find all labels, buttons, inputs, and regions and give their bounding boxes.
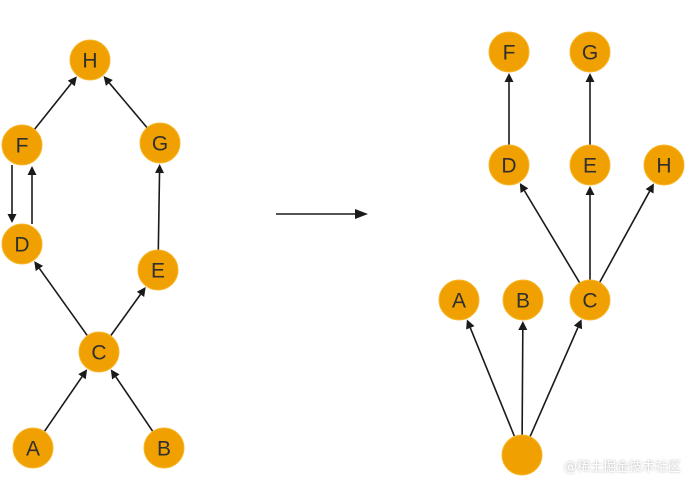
left-edge-b-to-c <box>115 376 154 432</box>
right-node-c: C <box>569 279 611 321</box>
right-edge-root-to-b-head <box>518 320 528 331</box>
left-node-d-label: D <box>14 234 29 257</box>
right-edge-d-to-f-head <box>504 73 514 82</box>
left-node-e-circle <box>137 249 179 291</box>
left-node-f: F <box>1 124 43 166</box>
right-edge-c-to-d <box>523 190 581 284</box>
right-node-d-circle <box>488 144 530 186</box>
left-node-e-label: E <box>151 260 165 283</box>
right-node-b: B <box>502 279 544 321</box>
left-edge-b-to-c-head <box>110 369 120 380</box>
left-edge-c-to-d <box>38 267 89 337</box>
left-node-c-label: C <box>91 342 106 365</box>
right-node-e-label: E <box>583 155 597 178</box>
right-node-b-circle <box>502 279 544 321</box>
right-edge-c-to-d-head <box>519 183 529 194</box>
left-edge-c-to-e-head <box>136 287 146 297</box>
left-node-a-circle <box>12 427 54 469</box>
transform-arrow-head <box>355 209 368 219</box>
left-node-e: E <box>137 249 179 291</box>
left-node-f-circle <box>1 124 43 166</box>
left-node-a: A <box>12 427 54 469</box>
left-node-g: G <box>139 122 181 164</box>
left-edge-c-to-e <box>110 293 142 337</box>
left-edge-d-to-f-head <box>27 166 37 175</box>
right-edge-c-to-h-head <box>645 183 654 194</box>
left-node-c: C <box>78 331 120 373</box>
left-node-h-circle <box>69 39 111 81</box>
right-node-d-label: D <box>501 155 516 178</box>
right-node-h-label: H <box>656 155 671 178</box>
left-node-g-label: G <box>152 133 168 156</box>
left-node-d-circle <box>1 223 43 265</box>
right-edge-root-to-c <box>529 327 579 438</box>
right-node-root-circle <box>501 434 543 476</box>
watermark: @稀土掘金技术社区 <box>563 460 681 475</box>
right-node-e: E <box>569 144 611 186</box>
right-edge-root-to-c-head <box>573 319 583 330</box>
right-node-a: A <box>438 279 480 321</box>
right-node-f-label: F <box>503 42 516 65</box>
right-node-h: H <box>643 144 685 186</box>
right-node-a-circle <box>438 279 480 321</box>
right-edge-root-to-b <box>521 329 524 436</box>
right-edge-e-to-g-head <box>585 73 595 82</box>
left-node-h-label: H <box>82 50 97 73</box>
left-edge-c-to-d-head <box>34 261 44 272</box>
transform-arrow <box>276 209 368 219</box>
left-node-a-label: A <box>26 438 40 461</box>
left-edge-a-to-c <box>43 376 83 432</box>
right-node-root <box>501 434 543 476</box>
right-edge-root-to-a <box>469 327 516 437</box>
left-node-h: H <box>69 39 111 81</box>
left-edge-e-to-g-head <box>155 163 165 174</box>
right-node-f-circle <box>488 31 530 73</box>
right-node-h-circle <box>643 144 685 186</box>
right-node-g-circle <box>569 31 611 73</box>
left-graph-nodes: H F G D E C A B <box>1 39 185 469</box>
right-node-c-circle <box>569 279 611 321</box>
right-node-a-label: A <box>452 290 466 313</box>
left-edge-f-to-h <box>33 82 72 130</box>
right-graph-edges <box>466 73 654 438</box>
left-node-f-label: F <box>16 135 29 158</box>
left-edge-a-to-c-head <box>78 369 88 380</box>
left-edge-f-to-d-head <box>7 214 17 223</box>
left-node-d: D <box>1 223 43 265</box>
left-edge-g-to-h-head <box>103 76 113 86</box>
right-node-f: F <box>488 31 530 73</box>
right-edge-c-to-e-head <box>585 186 595 195</box>
left-edge-e-to-g <box>157 172 161 251</box>
left-node-b: B <box>143 427 185 469</box>
right-edge-root-to-a-head <box>466 319 475 330</box>
right-node-g: G <box>569 31 611 73</box>
right-edge-c-to-h <box>598 190 651 283</box>
right-node-g-label: G <box>582 42 598 65</box>
left-edge-g-to-h <box>108 82 148 129</box>
left-edge-f-to-h-head <box>67 76 77 87</box>
left-node-b-circle <box>143 427 185 469</box>
right-node-c-label: C <box>582 290 597 313</box>
right-node-e-circle <box>569 144 611 186</box>
left-graph-edges <box>7 76 165 432</box>
right-graph-nodes: F G D E H A B C <box>438 31 685 476</box>
right-node-b-label: B <box>516 290 530 313</box>
left-node-c-circle <box>78 331 120 373</box>
left-node-b-label: B <box>157 438 171 461</box>
left-node-g-circle <box>139 122 181 164</box>
right-node-d: D <box>488 144 530 186</box>
